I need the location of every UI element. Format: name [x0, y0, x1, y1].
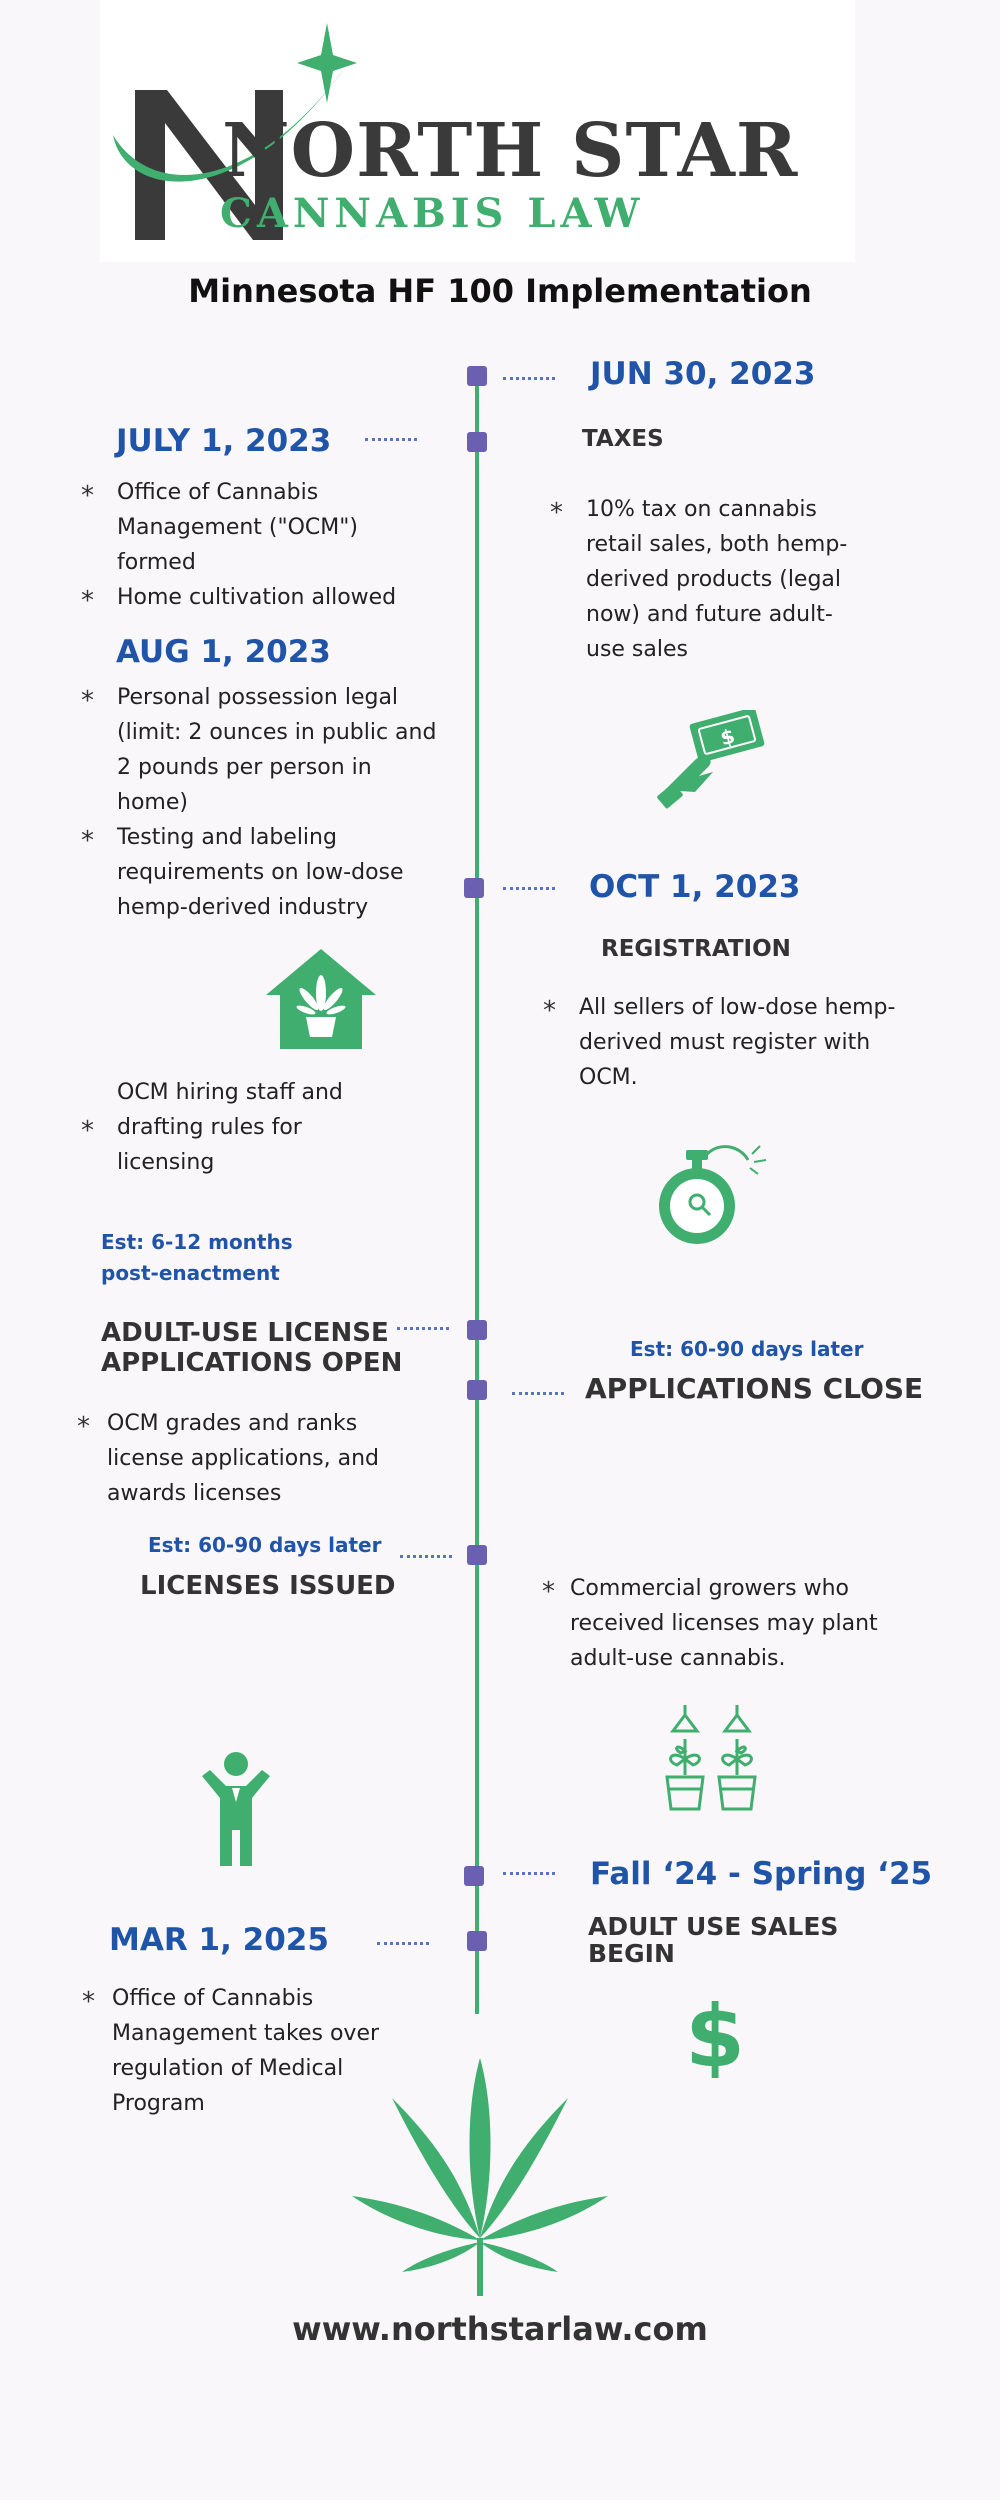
timeline-node-oct1: [464, 878, 484, 898]
connector-fall24: [503, 1872, 555, 1875]
date-oct1: OCT 1, 2023: [589, 869, 801, 905]
timeline-node-mar2025: [467, 1931, 487, 1951]
bullet-registration: *All sellers of low-dose hemp-derived mu…: [543, 995, 896, 1090]
date-mar2025: MAR 1, 2025: [109, 1922, 329, 1958]
bullet-home-cultivation: *Home cultivation allowed: [81, 585, 397, 616]
connector-applications-open: [397, 1327, 449, 1330]
cannabis-house-icon: [266, 949, 376, 1049]
timeline-node-applications-open: [467, 1320, 487, 1340]
timeline-line: [475, 372, 479, 2014]
brand-subtitle: CANNABIS LAW: [220, 190, 645, 237]
heading-applications-open-line1: ADULT-USE LICENSE: [101, 1318, 389, 1348]
connector-jun30: [503, 377, 555, 380]
bullet-testing-labeling: *Testing and labeling requirements on lo…: [81, 825, 404, 920]
connector-july1: [365, 438, 417, 441]
bullet-personal-possession: *Personal possession legal (limit: 2 oun…: [81, 685, 437, 815]
bullet-commercial-growers: *Commercial growers who received license…: [542, 1576, 878, 1671]
svg-text:$: $: [690, 1992, 740, 2078]
svg-text:$: $: [718, 724, 738, 751]
grow-lights-icon: [665, 1705, 757, 1811]
logo-area: [100, 0, 855, 262]
bullet-ocm-formed: *Office of Cannabis Management ("OCM") f…: [81, 480, 358, 575]
date-july1: JULY 1, 2023: [116, 423, 332, 459]
estimate-months-line1: Est: 6-12 months: [101, 1230, 293, 1254]
stopwatch-icon: [659, 1145, 767, 1244]
timeline-node-licenses-issued: [467, 1545, 487, 1565]
date-jun30: JUN 30, 2023: [590, 356, 816, 392]
bullet-ocm-grades: *OCM grades and ranks license applicatio…: [77, 1411, 379, 1506]
estimate-months-line2: post-enactment: [101, 1261, 280, 1285]
timeline-node-fall24: [464, 1866, 484, 1886]
heading-adult-use-sales-line1: ADULT USE SALES: [588, 1912, 839, 1941]
date-fall24-spring25: Fall ‘24 - Spring ‘25: [590, 1856, 933, 1892]
brand-name: NORTH STAR: [222, 108, 799, 194]
estimate-licenses: Est: 60-90 days later: [148, 1533, 382, 1557]
heading-taxes: TAXES: [582, 426, 664, 452]
bullet-taxes: *10% tax on cannabis retail sales, both …: [550, 497, 848, 662]
bullet-ocm-hiring: *OCM hiring staff and drafting rules for…: [81, 1080, 343, 1175]
heading-registration: REGISTRATION: [601, 936, 791, 962]
money-hand-icon: $: [657, 710, 765, 809]
person-icon: [202, 1752, 270, 1866]
timeline-node-july1: [467, 432, 487, 452]
timeline-node-jun30: [467, 366, 487, 386]
north-star-logo-icon: [113, 23, 357, 240]
footer-website[interactable]: www.northstarlaw.com: [292, 2310, 708, 2348]
connector-oct1: [503, 887, 555, 890]
date-aug1: AUG 1, 2023: [116, 634, 331, 670]
page-title: Minnesota HF 100 Implementation: [188, 272, 812, 310]
heading-licenses-issued: LICENSES ISSUED: [140, 1571, 396, 1601]
heading-adult-use-sales-line2: BEGIN: [588, 1939, 675, 1968]
dollar-icon: $: [690, 1992, 740, 2078]
heading-applications-close: APPLICATIONS CLOSE: [585, 1372, 924, 1405]
heading-applications-open-line2: APPLICATIONS OPEN: [101, 1348, 403, 1378]
cannabis-leaf-icon: [352, 2058, 608, 2296]
timeline-node-applications-close: [467, 1380, 487, 1400]
connector-applications-close: [512, 1392, 564, 1395]
connector-licenses-issued: [400, 1555, 452, 1558]
connector-mar2025: [377, 1942, 429, 1945]
estimate-close: Est: 60-90 days later: [630, 1337, 864, 1361]
bullet-medical-program: *Office of Cannabis Management takes ove…: [82, 1986, 380, 2116]
